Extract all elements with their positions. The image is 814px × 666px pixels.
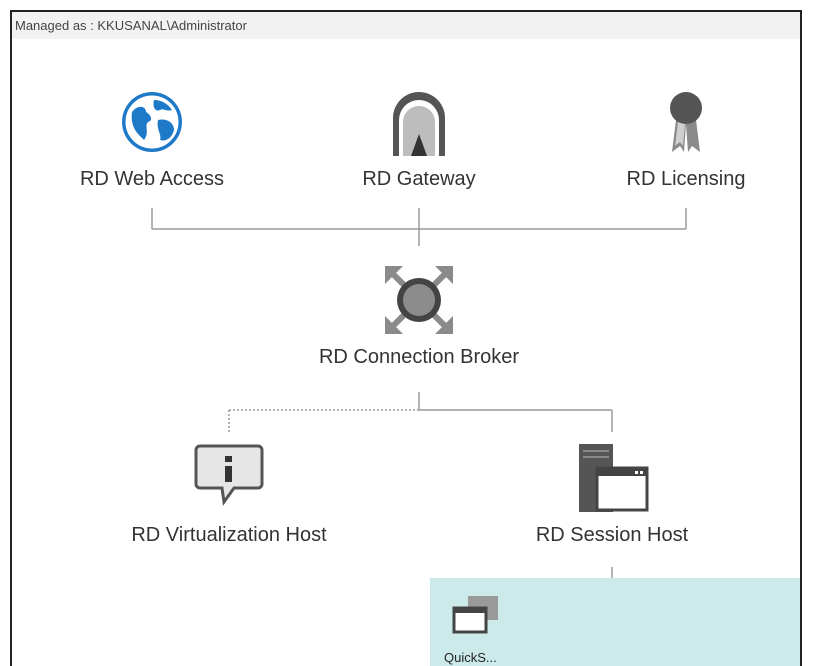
- broker-icon: [385, 266, 453, 334]
- deployment-overview: Managed as : KKUSANAL\Administrator: [10, 10, 802, 666]
- gateway-icon: [393, 92, 445, 156]
- rd-gateway-node[interactable]: RD Gateway: [319, 90, 519, 200]
- rd-connection-broker-label: RD Connection Broker: [318, 346, 520, 368]
- rd-web-access-label: RD Web Access: [79, 168, 225, 190]
- server-window-icon: [579, 444, 649, 512]
- rd-web-access-node[interactable]: RD Web Access: [52, 90, 252, 200]
- session-collection-panel: QuickS...: [430, 578, 800, 666]
- rd-virtualization-host-node[interactable]: RD Virtualization Host: [104, 444, 354, 559]
- rd-virtualization-host-label: RD Virtualization Host: [131, 524, 327, 546]
- collection-label: QuickS...: [444, 650, 497, 665]
- rd-session-host-node[interactable]: RD Session Host: [497, 444, 727, 559]
- rd-licensing-label: RD Licensing: [626, 168, 746, 190]
- rd-session-host-label: RD Session Host: [535, 524, 689, 546]
- windows-icon: [452, 596, 498, 634]
- ribbon-icon: [670, 92, 702, 152]
- collection-item[interactable]: QuickS...: [430, 578, 530, 666]
- managed-as-text: Managed as : KKUSANAL\Administrator: [15, 18, 247, 33]
- rd-gateway-label: RD Gateway: [362, 168, 476, 190]
- connector-lines: [151, 208, 687, 578]
- rd-connection-broker-node[interactable]: RD Connection Broker: [299, 264, 539, 379]
- globe-icon: [122, 92, 182, 152]
- managed-as-bar: Managed as : KKUSANAL\Administrator: [12, 12, 800, 39]
- rd-licensing-node[interactable]: RD Licensing: [586, 90, 786, 200]
- info-bubble-icon: [194, 444, 264, 506]
